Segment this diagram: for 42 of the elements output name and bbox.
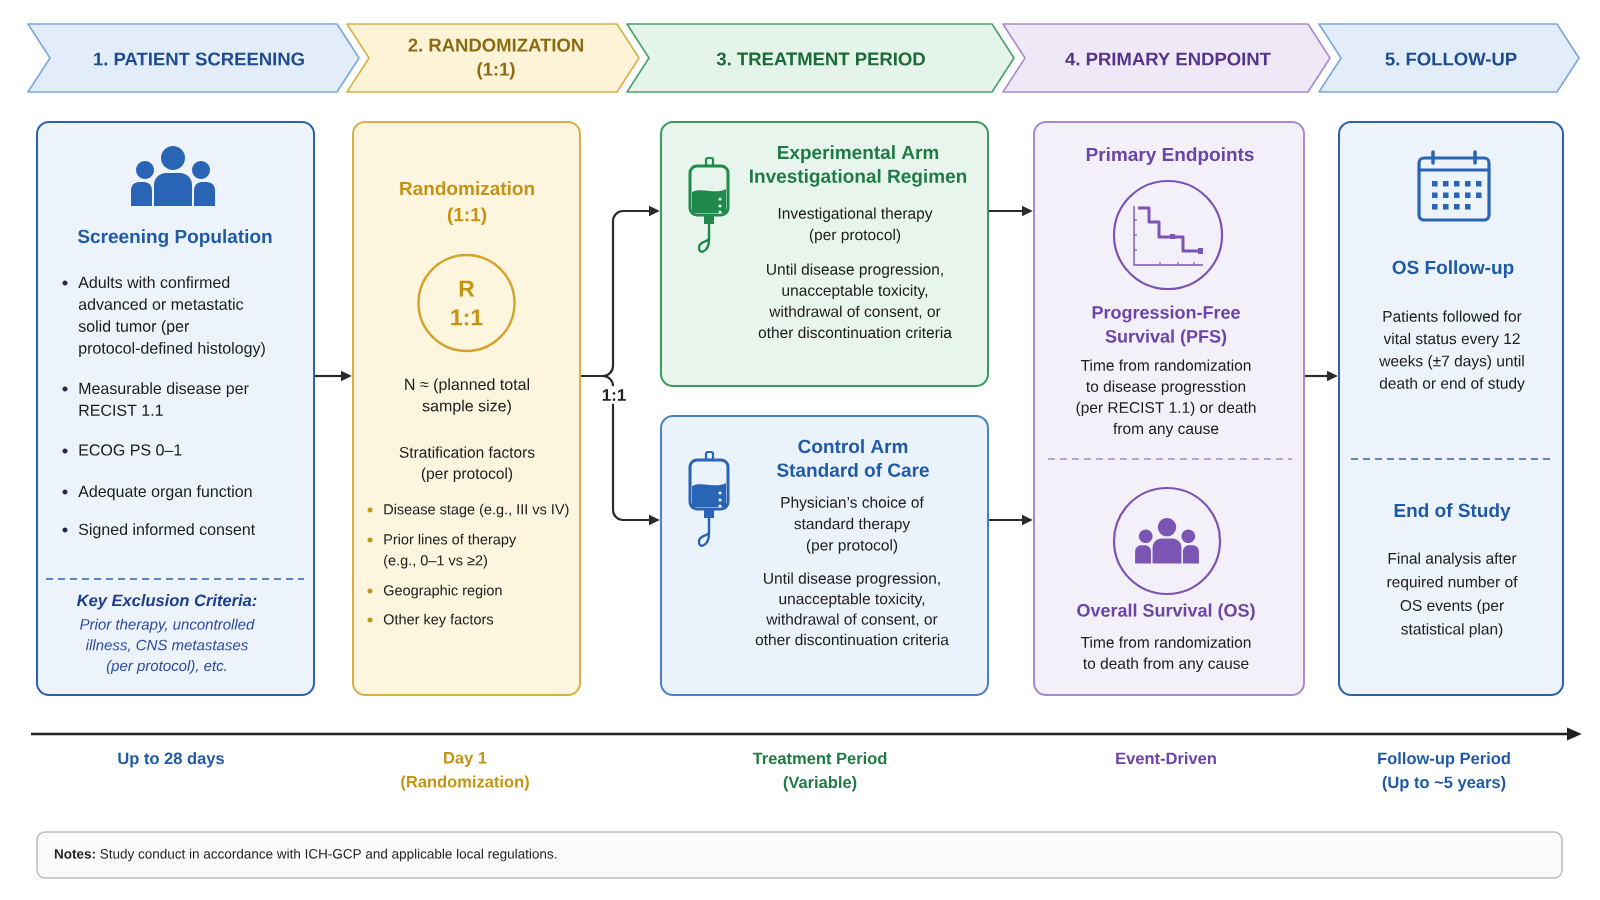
body-text: Final analysis after required number of OS events (per statistical plan) xyxy=(1387,552,1518,638)
list-item: Other key factors xyxy=(383,613,494,628)
list-item: ECOG PS 0–1 xyxy=(79,444,182,456)
heading: Randomization (1:1) xyxy=(400,181,534,226)
phase-header: 1. PATIENT SCREENING xyxy=(27,23,360,93)
edge-label: 1:1 xyxy=(598,386,630,404)
body-text: Until disease progression, unacceptable toxicity, withdrawal of consent, or other discontinuation criteria xyxy=(755,572,949,646)
timeline-label: Treatment Period (Variable) xyxy=(752,752,887,792)
notes-box: Notes: Study conduct in accordance with ICH-GCP and applicable local regulations. xyxy=(36,831,1563,879)
body-text: Investigational therapy (per protocol) xyxy=(778,207,933,244)
heading: Overall Survival (OS) xyxy=(1077,603,1255,621)
list-item: Adults with confirmed advanced or metastatic solid tumor (per protocol-defined histology) xyxy=(78,276,265,357)
body-text: Stratification factors (per protocol) xyxy=(399,446,535,482)
list-item: Signed informed consent xyxy=(78,523,256,539)
heading: Screening Population xyxy=(77,229,272,247)
heading: Progression-Free Survival (PFS) xyxy=(1092,305,1240,347)
heading: Experimental Arm Investigational Regimen xyxy=(750,145,967,187)
body-text: Time from randomization to death from any cause xyxy=(1080,636,1251,672)
list-item: Measurable disease per RECIST 1.1 xyxy=(79,382,249,416)
subheading: Key Exclusion Criteria: xyxy=(76,594,257,610)
timeline-label: Day 1 (Randomization) xyxy=(401,752,529,791)
body-text: Until disease progression, unacceptable toxicity, withdrawal of consent, or other discontinuation criteria xyxy=(758,263,952,339)
phase-header: 3. TREATMENT PERIOD xyxy=(626,23,1015,93)
body-text: Patients followed for vital status every 12 weeks (±7 days) until death or end of study xyxy=(1379,310,1525,392)
heading: End of Study xyxy=(1394,503,1511,521)
heading: Control Arm Standard of Care xyxy=(777,439,929,477)
timeline-label: Event-Driven xyxy=(1116,752,1216,765)
body-text: Time from randomization to disease progresstion (per RECIST 1.1) or death from any cause xyxy=(1076,359,1256,438)
phase-header: 2. RANDOMIZATION (1:1) xyxy=(346,23,640,93)
phase-header: 4. PRIMARY ENDPOINT xyxy=(1002,23,1331,93)
heading: OS Follow-up xyxy=(1392,260,1514,278)
body-text: N ≈ (planned total sample size) xyxy=(405,378,529,415)
phase-header: 5. FOLLOW-UP xyxy=(1318,23,1580,93)
body-text: Physician’s choice of standard therapy (per protocol) xyxy=(781,496,924,554)
list-item: Disease stage (e.g., III vs IV) xyxy=(384,503,569,518)
heading: Primary Endpoints xyxy=(1086,147,1254,165)
list-item: Prior lines of therapy (e.g., 0–1 vs ≥2) xyxy=(384,533,517,569)
list-item: Geographic region xyxy=(383,584,502,599)
timeline-label: Follow-up Period (Up to ~5 years) xyxy=(1378,752,1510,792)
note-text: Prior therapy, uncontrolled illness, CNS metastases (per protocol), etc. xyxy=(80,618,255,675)
timeline-label: Up to 28 days xyxy=(118,752,224,768)
list-item: Adequate organ function xyxy=(78,485,252,501)
